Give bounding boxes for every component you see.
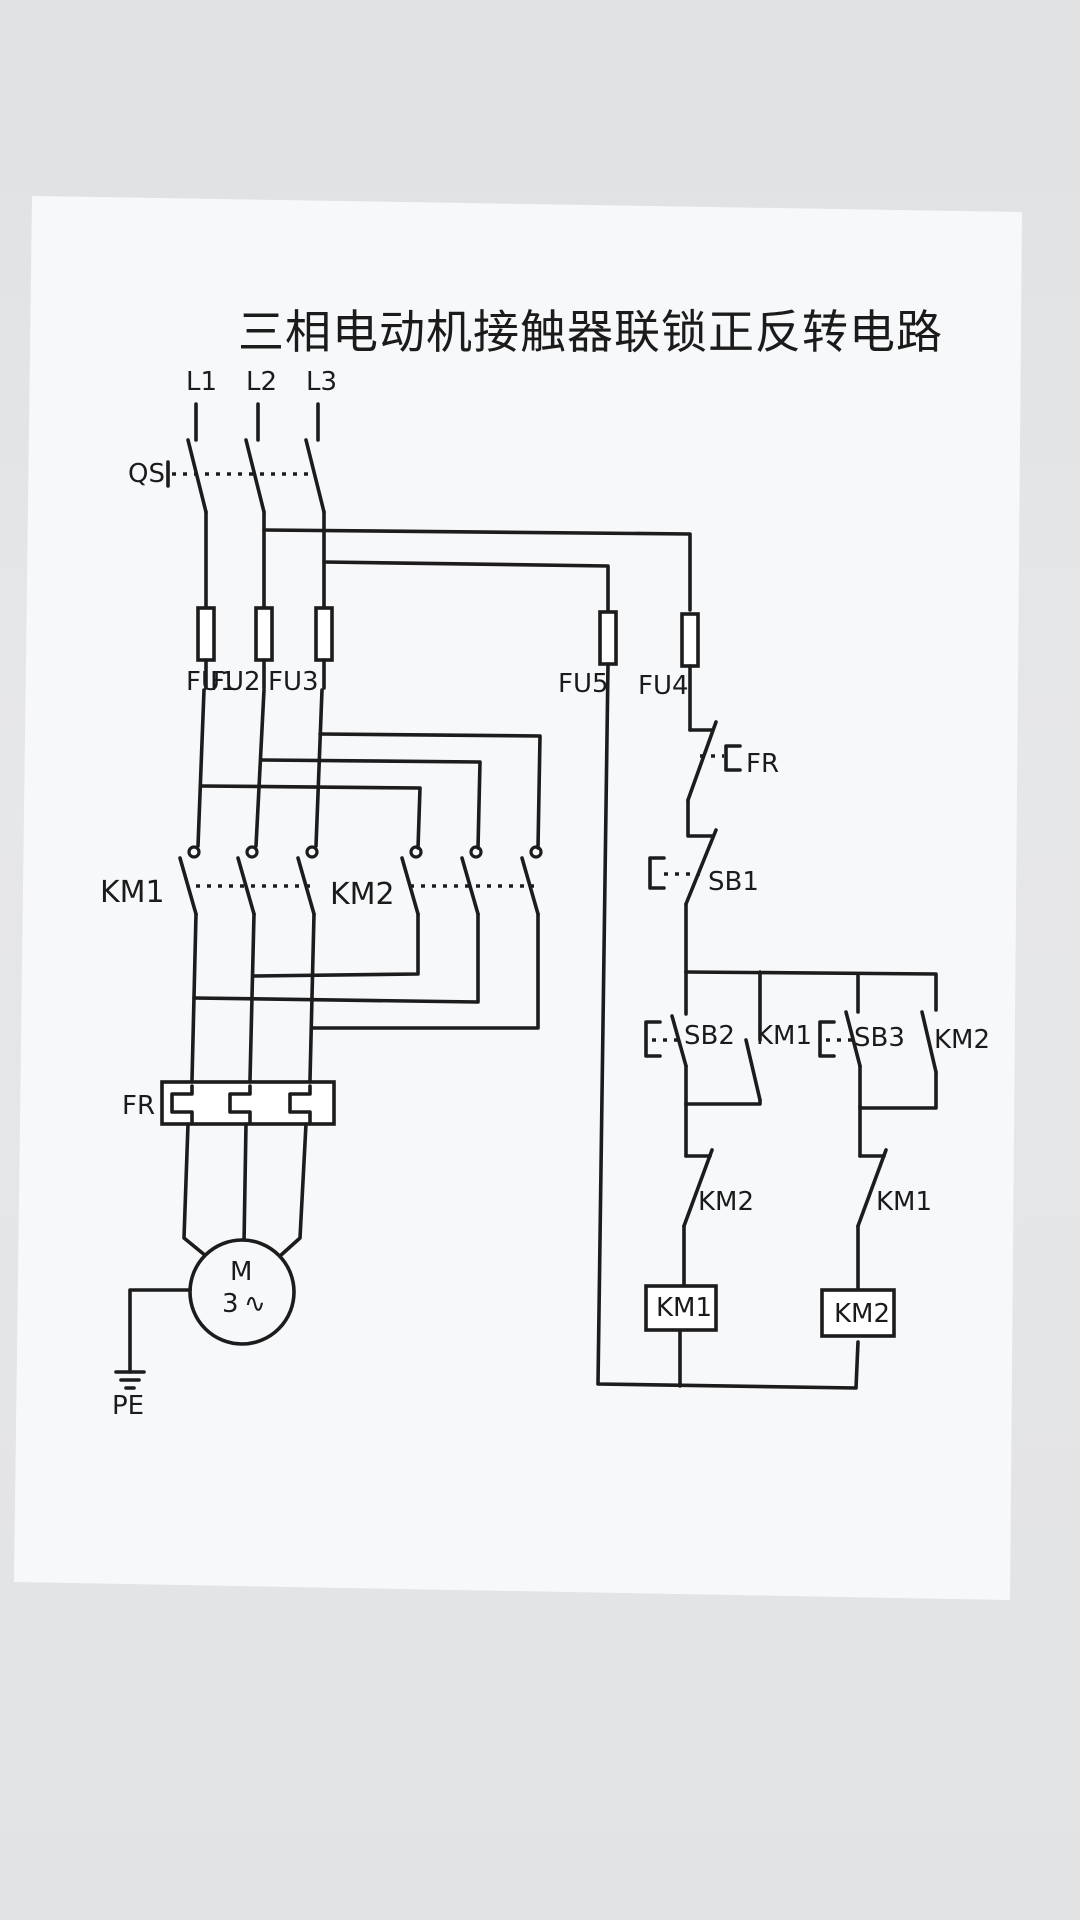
label-fu4: FU4: [638, 671, 689, 701]
coil-km1-label: KM1: [656, 1293, 712, 1323]
motor-label-m: M: [230, 1257, 252, 1287]
coil-km2-label: KM2: [834, 1299, 890, 1329]
main-circuit-wiring: [114, 402, 692, 1390]
diagram-title: 三相电动机接触器联锁正反转电路: [238, 305, 943, 359]
motor-label-phases: 3: [222, 1289, 239, 1319]
label-km1-aux: KM1: [756, 1021, 812, 1051]
label-km2-interlock: KM2: [698, 1187, 754, 1217]
label-fr-main: FR: [122, 1091, 155, 1121]
control-circuit-wiring: [596, 610, 938, 1390]
label-qs: QS: [128, 459, 165, 489]
label-sb3: SB3: [854, 1023, 905, 1053]
label-km1-interlock: KM1: [876, 1187, 932, 1217]
label-pe: PE: [112, 1391, 144, 1421]
label-km1-main: KM1: [100, 875, 165, 910]
label-l2: L2: [246, 367, 277, 397]
label-fu5: FU5: [558, 669, 609, 699]
label-sb1: SB1: [708, 867, 759, 897]
label-sb2: SB2: [684, 1021, 735, 1051]
paper-sheet: [14, 196, 1022, 1600]
label-fu1: FU1: [186, 667, 237, 697]
label-km2-aux: KM2: [934, 1025, 990, 1055]
label-fu3: FU3: [268, 667, 319, 697]
label-l1: L1: [186, 367, 217, 397]
label-fr-ctrl: FR: [746, 749, 779, 779]
label-fu2: FU2: [210, 667, 261, 697]
label-km2-main: KM2: [330, 877, 395, 912]
motor-ac-icon: ∿: [244, 1289, 266, 1319]
label-l3: L3: [306, 367, 337, 397]
